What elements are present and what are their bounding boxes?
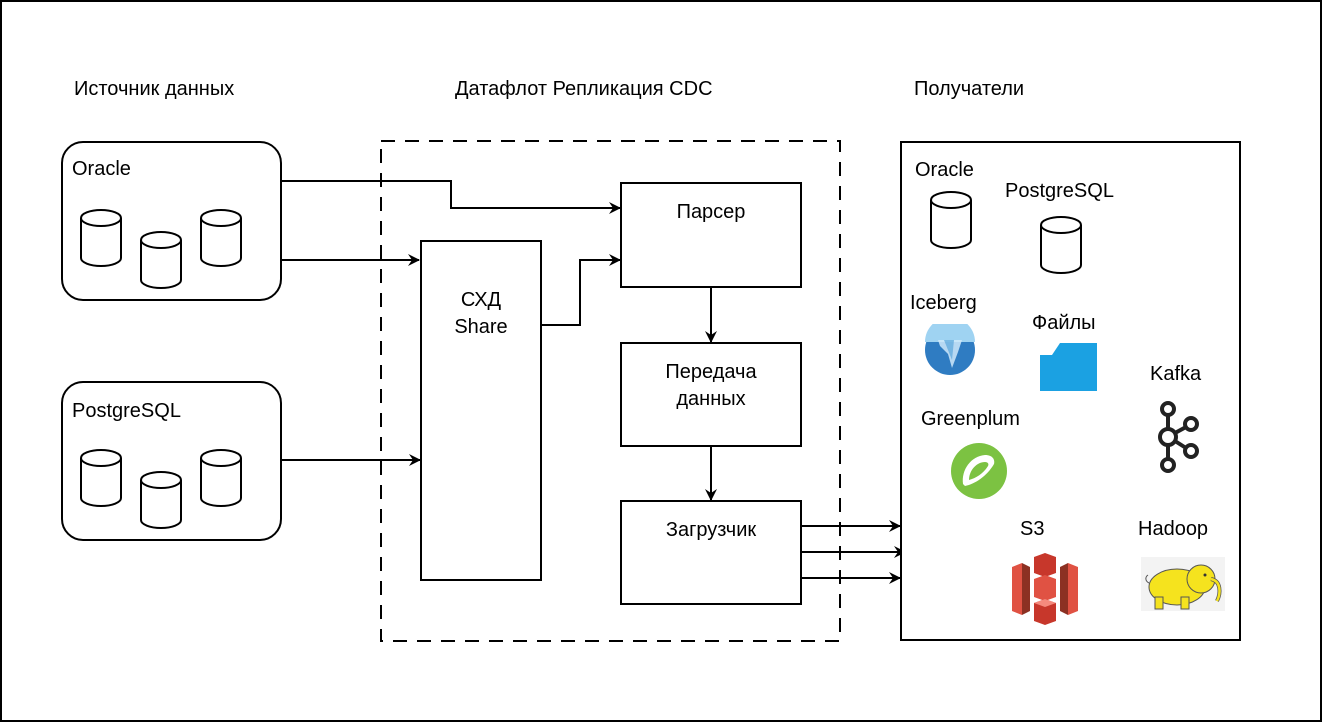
receiver-postgresql-label: PostgreSQL [1005, 180, 1114, 202]
loader-label: Загрузчик [665, 519, 757, 541]
receiver-files-label: Файлы [1032, 312, 1096, 334]
folder-icon [1040, 343, 1097, 391]
s3-bucket-icon [1012, 553, 1078, 625]
source-oracle-label: Oracle [72, 158, 131, 180]
storage-line2: Share [454, 316, 508, 338]
transfer-line1: Передача [665, 361, 757, 383]
storage-share-box[interactable]: СХД Share [420, 240, 542, 581]
header-sources: Источник данных [74, 78, 235, 100]
receiver-s3-label: S3 [1020, 518, 1045, 540]
storage-line1: СХД [460, 289, 502, 311]
source-oracle-group[interactable]: Oracle [61, 141, 282, 301]
edge-storage-parser [541, 254, 621, 326]
kafka-icon [1158, 401, 1199, 473]
header-dataflow: Датафлот Репликация CDC [455, 78, 713, 100]
parser-box[interactable]: Парсер [620, 182, 802, 288]
transfer-box[interactable]: Передача данных [620, 342, 802, 447]
header-receivers: Получатели [914, 78, 1025, 100]
receiver-iceberg-label: Iceberg [910, 292, 977, 314]
greenplum-icon [951, 443, 1007, 499]
iceberg-icon [925, 324, 975, 375]
receiver-oracle-label: Oracle [915, 159, 974, 181]
transfer-line2: данных [676, 388, 746, 410]
receiver-oracle-database-icon [930, 191, 972, 249]
loader-box[interactable]: Загрузчик [620, 500, 802, 605]
edge-oracle-parser [282, 180, 621, 214]
receiver-greenplum-label: Greenplum [921, 408, 1020, 430]
dataflow-container [380, 140, 841, 642]
source-postgresql-group[interactable]: PostgreSQL [61, 381, 282, 541]
receiver-postgresql-database-icon [1040, 216, 1082, 274]
receiver-kafka-label: Kafka [1150, 363, 1202, 385]
parser-label: Парсер [676, 201, 746, 223]
source-postgresql-label: PostgreSQL [72, 400, 181, 422]
receiver-hadoop-label: Hadoop [1138, 518, 1209, 540]
hadoop-elephant-icon [1141, 557, 1225, 611]
